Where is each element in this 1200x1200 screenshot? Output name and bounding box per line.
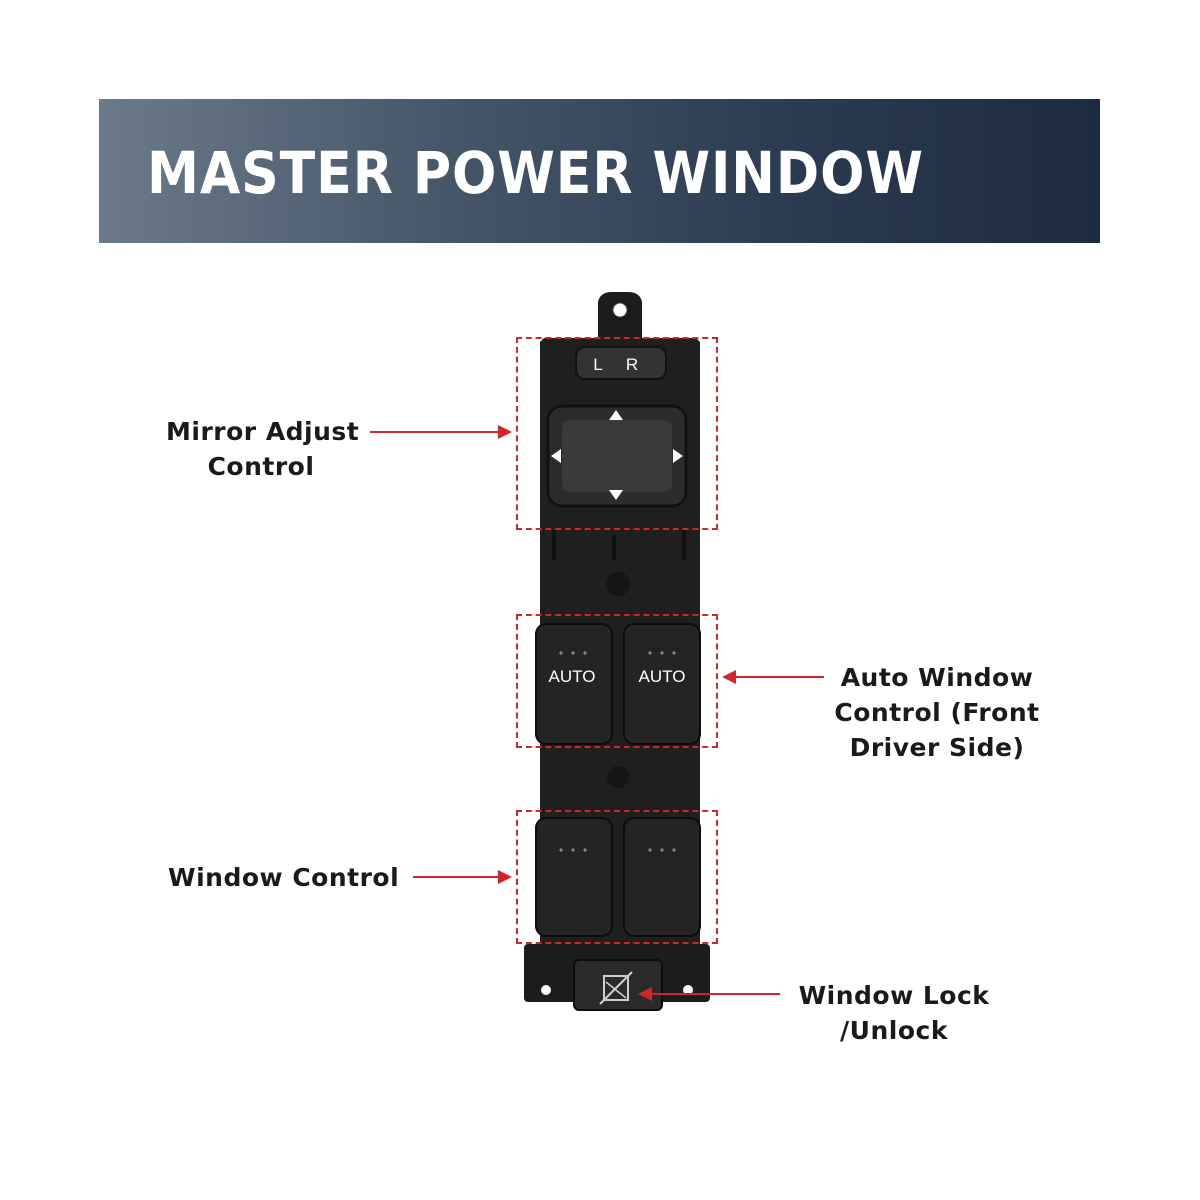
callout-window-control: Window Control [168, 860, 399, 895]
callout-auto-window: Auto Window Control (Front Driver Side) [832, 660, 1042, 765]
mirror-left-label: L [593, 355, 602, 374]
callout-auto-line3: Driver Side) [849, 733, 1025, 762]
arrow-right-icon [673, 449, 683, 463]
arrow-window-control [413, 870, 512, 884]
window-switch-left [535, 817, 613, 937]
arrow-left-icon [551, 449, 561, 463]
window-lock-icon [599, 971, 633, 1005]
callout-lock-line1: Window Lock [798, 981, 990, 1010]
title-banner: MASTER POWER WINDOW [99, 99, 1100, 243]
mounting-hole [612, 302, 628, 318]
flange-hole-left [541, 985, 551, 995]
arrow-up-icon [609, 410, 623, 420]
callout-auto-line2: Control (Front [834, 698, 1040, 727]
callout-mirror-adjust: Mirror Adjust Control [166, 414, 360, 484]
auto-label-right: AUTO [639, 667, 686, 686]
callout-mirror-line1: Mirror Adjust [166, 417, 360, 446]
callout-lock-line2: /Unlock [840, 1016, 948, 1045]
window-switch-right [623, 817, 701, 937]
callout-auto-line1: Auto Window [840, 663, 1034, 692]
arrow-down-icon [609, 490, 623, 500]
window-control-highlight [516, 810, 718, 944]
arrow-window-lock [638, 987, 780, 1001]
mirror-selector-switch [575, 346, 667, 380]
callout-window-lock: Window Lock /Unlock [796, 978, 992, 1048]
auto-window-switch-right [623, 623, 701, 745]
auto-window-highlight [516, 614, 718, 748]
arrow-auto-window [722, 670, 824, 684]
flange-hole-right [683, 985, 693, 995]
callout-window-control-line1: Window Control [168, 863, 400, 892]
banner-title: MASTER POWER WINDOW [147, 139, 924, 207]
mirror-control-highlight [516, 337, 718, 530]
screw-hole-upper [606, 572, 630, 596]
callout-mirror-line2: Control [207, 452, 315, 481]
screw-hole-lower [607, 766, 629, 788]
auto-label-left: AUTO [549, 667, 596, 686]
auto-window-switch-left [535, 623, 613, 745]
mirror-right-label: R [626, 355, 638, 374]
arrow-mirror [370, 425, 512, 439]
